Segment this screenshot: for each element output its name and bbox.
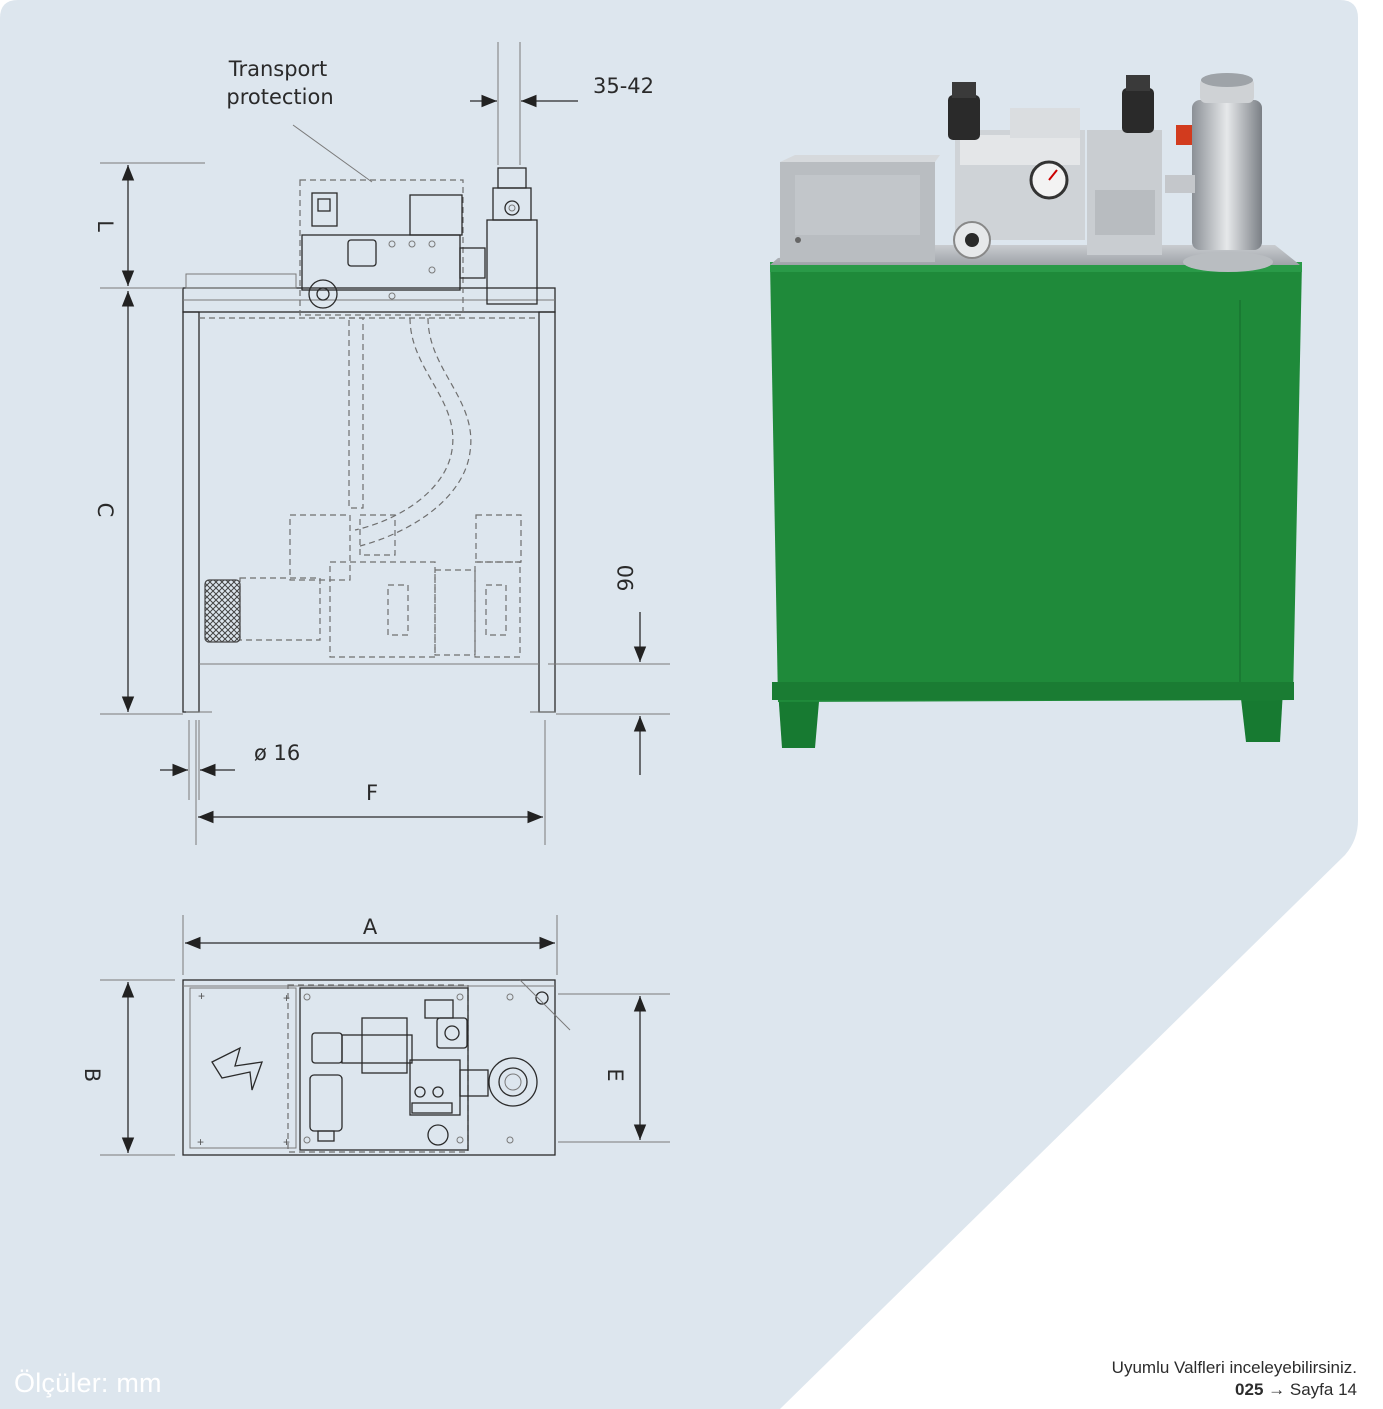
reference-code: 025 <box>1235 1380 1264 1399</box>
dim-label-C: C <box>93 503 117 518</box>
footer-note: Uyumlu Valfleri inceleyebilirsiniz. 025 … <box>1112 1357 1357 1401</box>
dim-label-B: B <box>80 1068 104 1082</box>
hydraulic-unit-illustration <box>770 73 1302 748</box>
label-transport-protection-line2: protection <box>226 85 333 109</box>
top-view-drawing: + + + + <box>182 979 571 1156</box>
top-view-dimensions <box>100 915 670 1156</box>
svg-text:+: + <box>197 1135 204 1149</box>
label-transport-protection-line1: Transport <box>228 57 328 81</box>
dim-label-35-42: 35-42 <box>593 74 654 98</box>
dim-label-F: F <box>366 781 378 805</box>
dim-label-diameter-16: ø 16 <box>254 741 300 765</box>
reference-page: Sayfa 14 <box>1289 1380 1357 1399</box>
svg-text:+: + <box>198 989 205 1003</box>
dim-label-A: A <box>363 915 378 939</box>
compatible-valves-text: Uyumlu Valfleri inceleyebilirsiniz. <box>1111 1358 1357 1377</box>
arrow-right-icon: → <box>1268 1380 1286 1399</box>
svg-text:+: + <box>283 1135 290 1149</box>
dim-label-E: E <box>603 1068 627 1081</box>
dim-label-90: 90 <box>614 565 638 592</box>
front-view-drawing <box>182 124 556 713</box>
dim-label-L: L <box>93 220 117 232</box>
page-reference-link[interactable]: 025 → Sayfa 14 <box>1112 1379 1357 1401</box>
units-note: Ölçüler: mm <box>14 1368 162 1398</box>
front-view-dimensions <box>100 42 670 845</box>
svg-text:+: + <box>283 991 290 1005</box>
